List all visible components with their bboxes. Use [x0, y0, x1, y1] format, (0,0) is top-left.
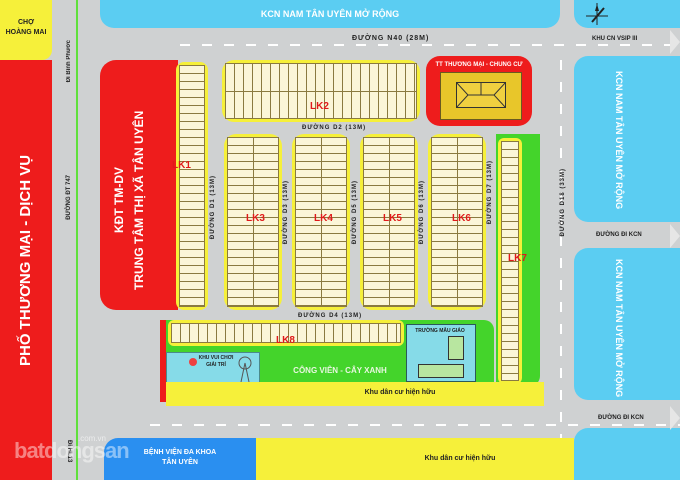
kindergarten-building-2: [418, 364, 464, 378]
road-dt747-label: ĐƯỜNG ĐT 747: [66, 175, 72, 220]
vsip-label: KHU CN VSIP III: [592, 36, 638, 42]
road-d7-label: ĐƯỜNG D7 (13M): [487, 160, 493, 225]
block-lk5-label: LK5: [383, 213, 402, 224]
block-lk3[interactable]: [224, 134, 282, 310]
block-lk5[interactable]: [360, 134, 418, 310]
urban-center-label: KĐT TM-DV: [112, 100, 126, 300]
block-lk4[interactable]: [292, 134, 350, 310]
block-lk4-label: LK4: [314, 213, 333, 224]
ferris-wheel-icon: [238, 356, 252, 382]
road-d2-label: ĐƯỜNG D2 (13M): [302, 125, 367, 131]
block-lk8[interactable]: [168, 320, 404, 346]
commercial-service-strip: [0, 60, 52, 480]
road-d1-label: ĐƯỜNG D1 (13M): [210, 175, 216, 240]
vsip-arrow-icon: [670, 30, 680, 54]
road-d4-label: ĐƯỜNG D4 (13M): [298, 313, 363, 319]
block-lk1-label: LK1: [172, 160, 191, 171]
playground-label: KHU VUI CHƠI GIẢI TRÍ: [196, 355, 236, 369]
block-lk1[interactable]: [176, 62, 208, 310]
urban-center-line1: KĐT TM-DV: [112, 167, 126, 233]
kcn-arrow-upper-icon: [670, 224, 680, 248]
top-industrial-zone-label: KCN NAM TÂN UYÊN MỞ RỘNG: [260, 9, 400, 19]
playground-label-line1: KHU VUI CHƠI: [198, 355, 234, 361]
road-d5-label: ĐƯỜNG D5 (13M): [352, 180, 358, 245]
block-lk6[interactable]: [428, 134, 486, 310]
commercial-service-label: PHỐ THƯƠNG MẠI - DỊCH VỤ: [17, 154, 34, 366]
existing-residential-2-label: Khu dân cư hiện hữu: [424, 455, 496, 462]
road-d6-label: ĐƯỜNG D6 (13M): [419, 180, 425, 245]
right-industrial-upper-label: KCN NAM TÂN UYÊN MỞ RỘNG: [614, 70, 624, 210]
right-industrial-zone-lower: [574, 248, 680, 400]
block-lk7[interactable]: [498, 138, 522, 384]
existing-residential-1-label: Khu dân cư hiện hữu: [364, 389, 436, 396]
market-area: [0, 0, 52, 60]
kindergarten-building-1: [448, 336, 464, 360]
hospital-label: BỆNH VIỆN ĐA KHOA TÂN UYÊN: [104, 448, 256, 468]
existing-residential-2: [256, 438, 574, 480]
north-arrow-icon: [586, 3, 608, 25]
hospital-area[interactable]: [104, 438, 256, 480]
right-industrial-zone-bottom: [574, 428, 680, 480]
hospital-label-line2: TÂN UYÊN: [162, 459, 198, 466]
right-industrial-zone-upper: [574, 56, 680, 222]
existing-residential-1: [166, 382, 544, 406]
urban-center-area: [100, 60, 178, 310]
market-label-line1: CHỢ: [17, 19, 35, 26]
road-to-kcn-upper-label: ĐƯỜNG ĐI KCN: [596, 232, 642, 238]
di-binh-phuoc-label: Đi Bình Phước: [66, 40, 72, 83]
block-lk2[interactable]: [222, 60, 420, 122]
block-lk6-label: LK6: [452, 213, 471, 224]
right-industrial-lower-label: KCN NAM TÂN UYÊN MỞ RỘNG: [614, 258, 624, 398]
urban-center-label-2: TRUNG TÂM THỊ XÃ TÂN UYÊN: [132, 90, 146, 310]
block-lk3-label: LK3: [246, 213, 265, 224]
road-n40-label: ĐƯỜNG N40 (28M): [352, 35, 430, 42]
market-label-line2: HOÀNG MAI: [5, 29, 47, 36]
watermark-domain: .com.vn: [78, 434, 107, 443]
building-roof-icon: [456, 82, 506, 108]
road-d3-label: ĐƯỜNG D3 (13M): [283, 180, 289, 245]
n40-lane-marking: [180, 44, 680, 46]
watermark-text: batdongsan: [14, 438, 130, 463]
lower-road-lane-marking: [150, 424, 680, 426]
urban-center-line2: TRUNG TÂM THỊ XÃ TÂN UYÊN: [132, 110, 146, 290]
kcn-arrow-lower-icon: [670, 406, 680, 430]
dt747-centerline: [76, 0, 78, 480]
market-label: CHỢ HOÀNG MAI: [2, 18, 50, 38]
kindergarten-label: TRƯỜNG MẪU GIÁO: [415, 328, 465, 334]
fan-icon: [189, 358, 197, 366]
block-lk2-label: LK2: [310, 101, 329, 112]
park-red-edge: [160, 320, 166, 402]
topright-industrial-zone: [574, 0, 680, 28]
di-hl13-label: Đi HL13: [66, 440, 72, 463]
road-d18-label: ĐƯỜNG D18 (33M): [560, 168, 566, 237]
d18-lane-marking: [560, 60, 562, 480]
top-industrial-zone: [100, 0, 560, 28]
park-label: CÔNG VIÊN - CÂY XANH: [293, 366, 387, 375]
watermark-logo: batdongsan: [14, 438, 130, 464]
playground-label-line2: GIẢI TRÍ: [206, 362, 226, 368]
road-to-kcn-lower-label: ĐƯỜNG ĐI KCN: [598, 415, 644, 421]
commercial-apartment-label: TT THƯƠNG MẠI - CHUNG CƯ: [435, 62, 523, 68]
block-lk8-label: LK8: [276, 335, 295, 346]
block-lk7-label: LK7: [508, 253, 527, 264]
hospital-label-line1: BỆNH VIỆN ĐA KHOA: [143, 449, 217, 456]
